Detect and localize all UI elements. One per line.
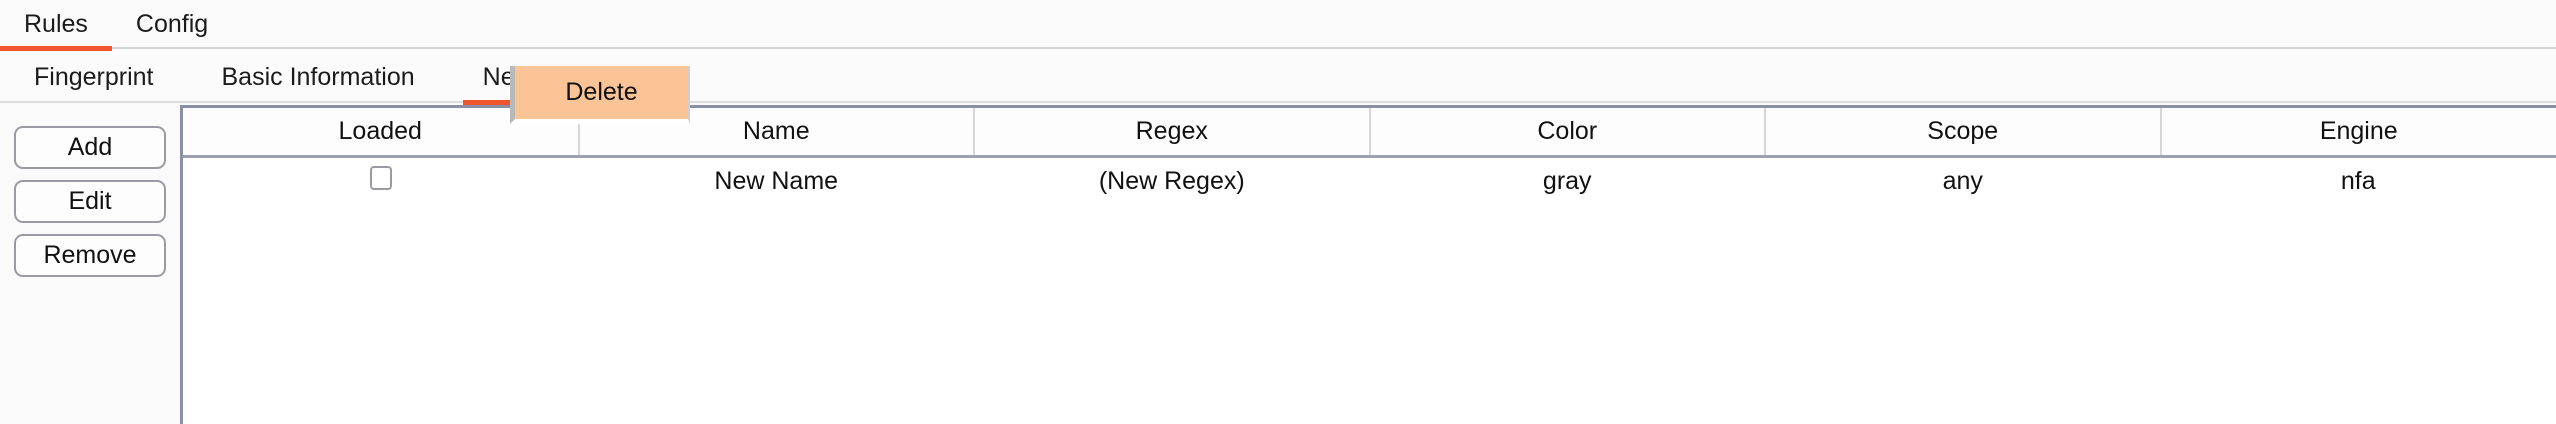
cell-name: New Name: [578, 156, 974, 205]
edit-button[interactable]: Edit: [14, 180, 166, 223]
rules-table-container: Loaded Name Regex Color Scope Engine New…: [180, 105, 2556, 424]
cell-regex: (New Regex): [974, 156, 1370, 205]
tab-rules[interactable]: Rules: [0, 0, 112, 51]
edit-button-label: Edit: [68, 187, 112, 215]
context-menu-delete-label: Delete: [565, 78, 638, 106]
context-menu-delete[interactable]: Delete: [510, 66, 690, 124]
tab-rules-label: Rules: [24, 10, 88, 38]
rules-table-body: New Name (New Regex) gray any nfa: [183, 156, 2556, 424]
rule-actions-panel: Add Edit Remove: [0, 105, 180, 424]
add-button[interactable]: Add: [14, 126, 166, 169]
cell-scope: any: [1765, 156, 2161, 205]
remove-button[interactable]: Remove: [14, 234, 166, 277]
rules-table: Loaded Name Regex Color Scope Engine New…: [183, 108, 2556, 424]
tab-basic-information-label: Basic Information: [221, 62, 415, 91]
column-header-engine[interactable]: Engine: [2160, 108, 2556, 158]
tab-config[interactable]: Config: [112, 0, 232, 49]
tab-fingerprint[interactable]: Fingerprint: [0, 51, 188, 103]
cell-engine: nfa: [2160, 156, 2556, 205]
rules-table-header: Loaded Name Regex Color Scope Engine: [183, 108, 2556, 158]
tab-config-label: Config: [135, 10, 209, 38]
tab-basic-information[interactable]: Basic Information: [188, 51, 449, 103]
cell-color: gray: [1369, 156, 1765, 205]
column-header-regex[interactable]: Regex: [974, 108, 1371, 158]
tab-fingerprint-label: Fingerprint: [34, 62, 154, 91]
table-empty-space: [183, 205, 2556, 424]
column-header-scope[interactable]: Scope: [1765, 108, 2162, 158]
loaded-checkbox[interactable]: [369, 165, 392, 190]
primary-tab-bar: Rules Config: [0, 0, 2556, 51]
table-row[interactable]: New Name (New Regex) gray any nfa: [183, 156, 2556, 205]
secondary-tab-bar: Fingerprint Basic Information New 0: [0, 51, 2556, 105]
table-header-row: Loaded Name Regex Color Scope Engine: [183, 108, 2556, 158]
add-button-label: Add: [67, 133, 113, 161]
column-header-color[interactable]: Color: [1369, 108, 1766, 158]
remove-button-label: Remove: [43, 241, 137, 269]
cell-loaded: [183, 156, 579, 205]
